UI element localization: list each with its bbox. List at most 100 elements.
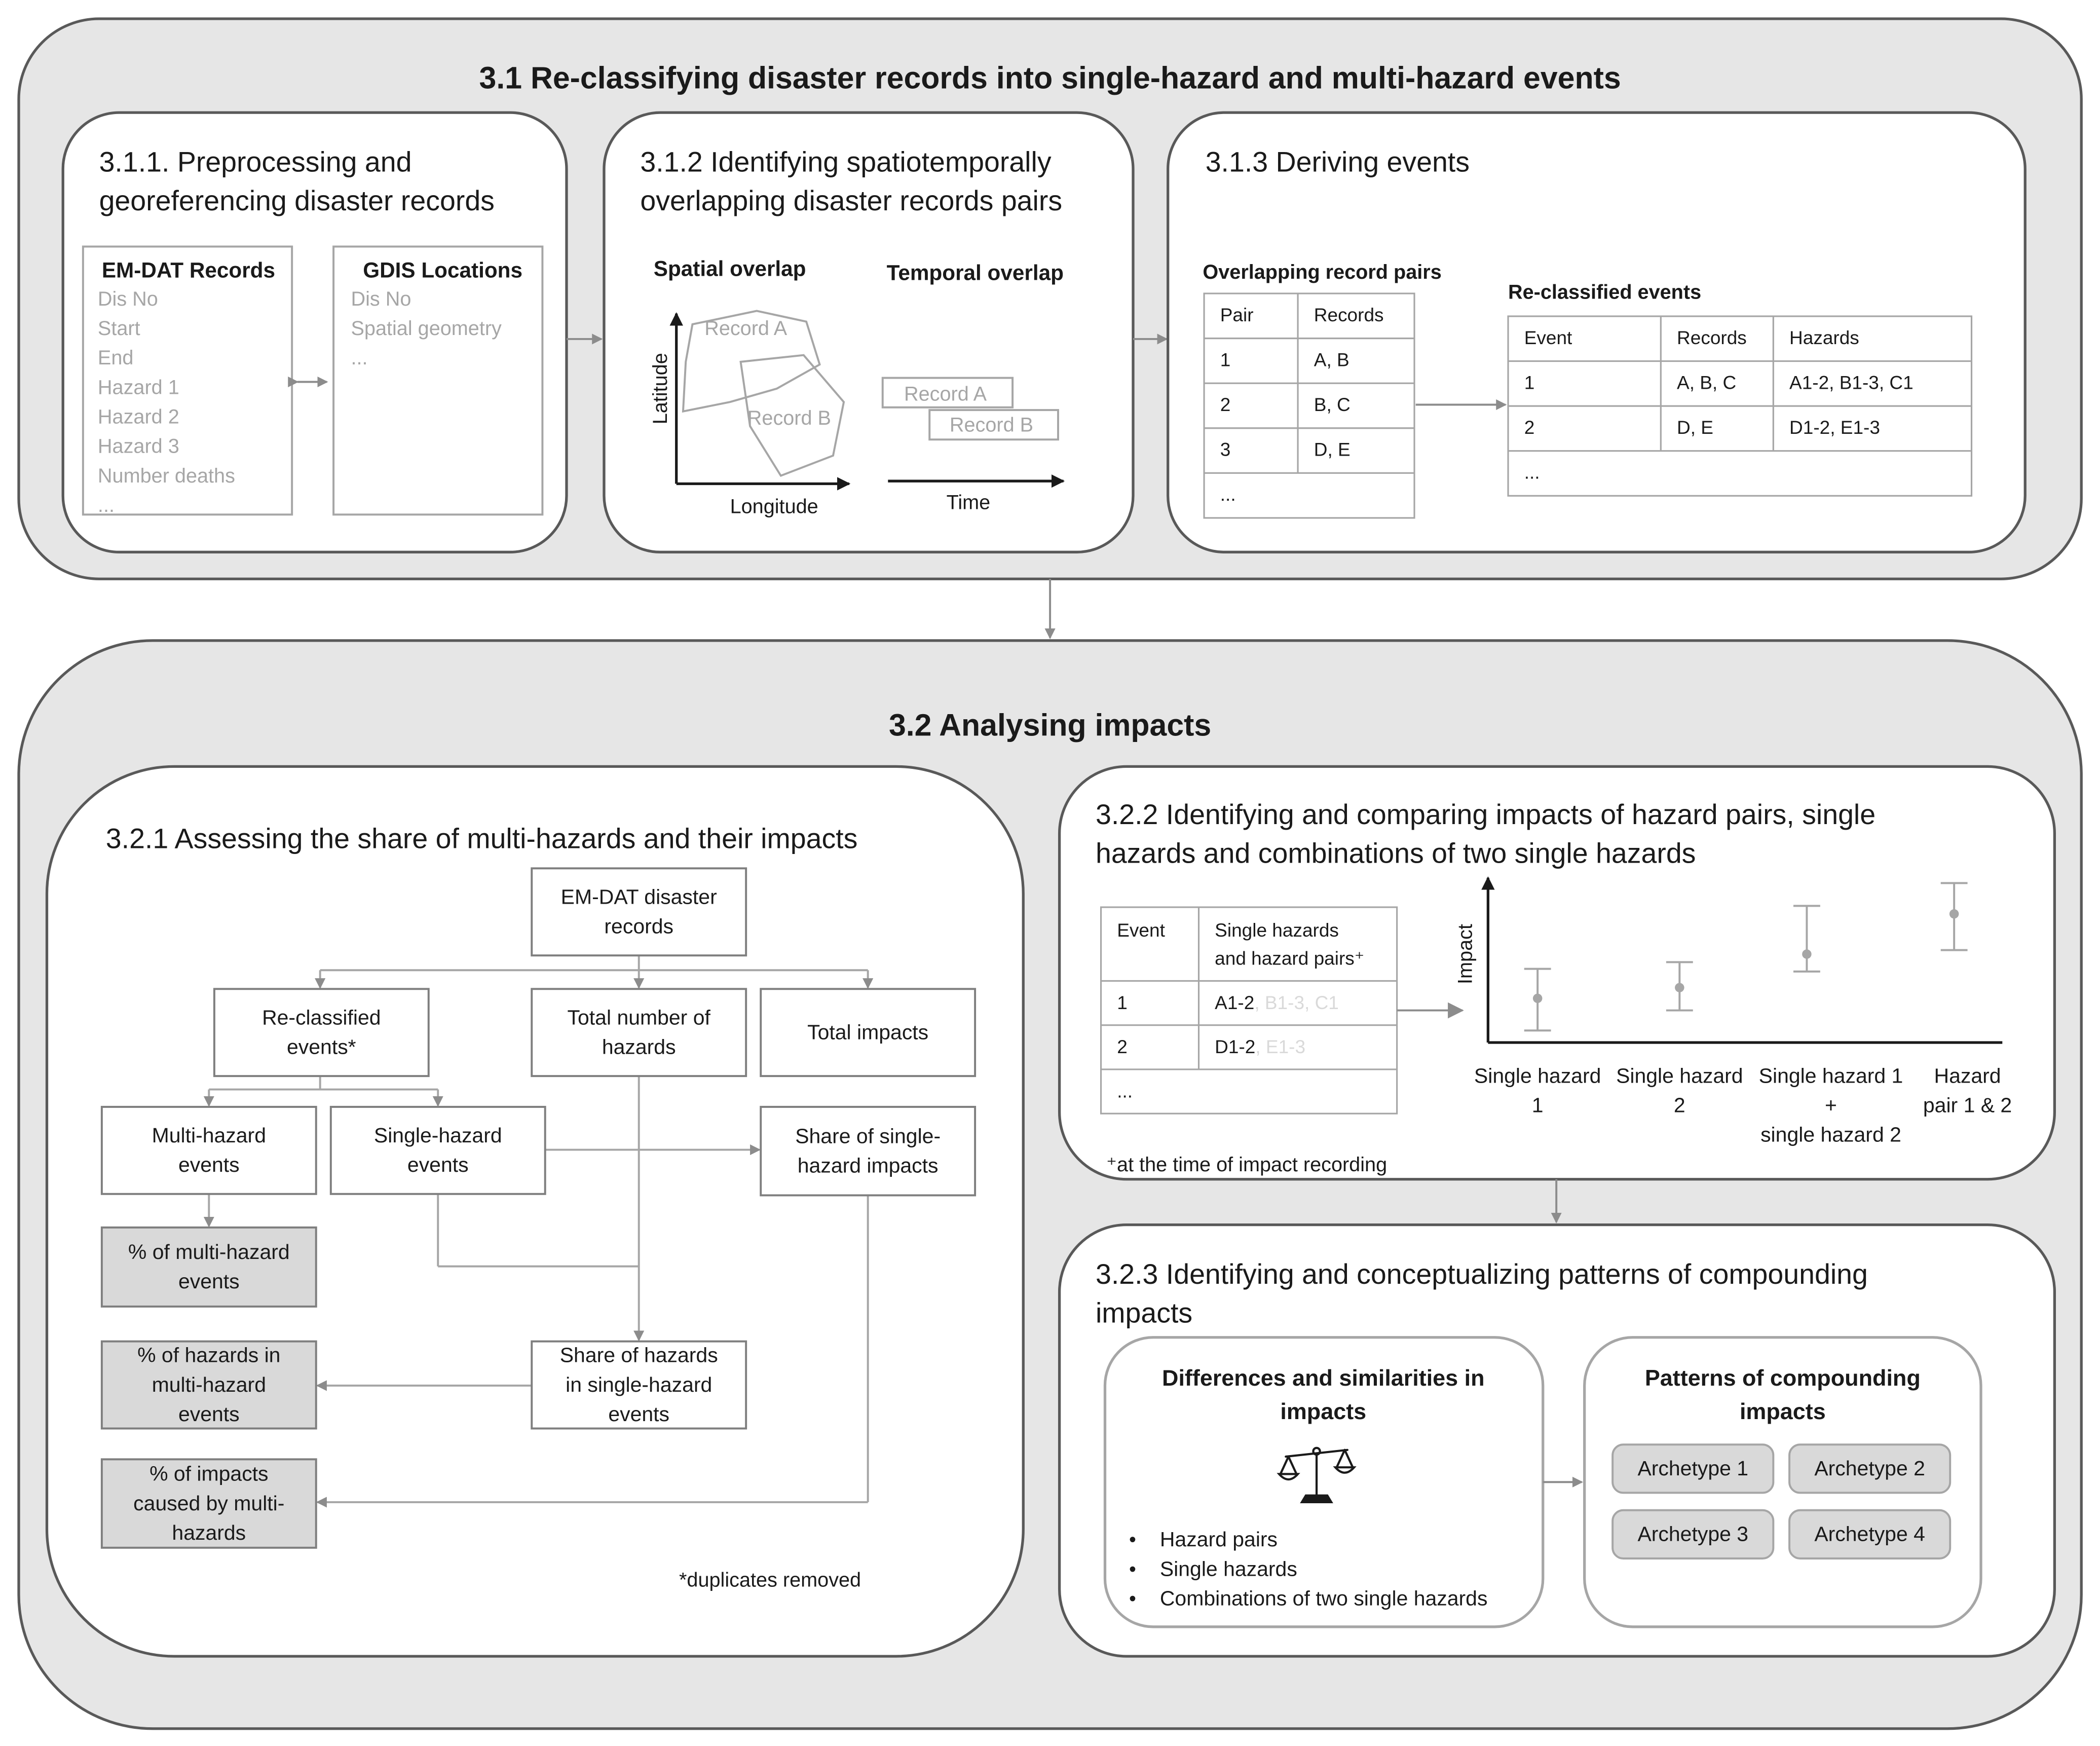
sub-313-title: 3.1.3 Deriving events [1206, 146, 1470, 177]
impact-bullet-list: •Hazard pairs•Single hazards•Combination… [1129, 1528, 1487, 1610]
archetype-label: Archetype 3 [1637, 1522, 1748, 1546]
node-share-single-impacts: Share of single-hazard impacts [760, 1105, 977, 1197]
node-label: % of impacts [149, 1462, 268, 1485]
archetype-label: Archetype 1 [1637, 1457, 1748, 1480]
bullet-text: Hazard pairs [1160, 1528, 1278, 1551]
node-box [531, 1340, 747, 1430]
balance-scale-icon [1277, 1446, 1357, 1504]
pairs-table-frame [1203, 292, 1415, 519]
duplicates-footnote: *duplicates removed [679, 1569, 861, 1591]
category-label: single hazard 2 [1760, 1123, 1901, 1146]
node-label: EM-DAT disaster [561, 885, 717, 908]
hazard-table-event: ... [1117, 1081, 1133, 1101]
category-label: 2 [1674, 1094, 1685, 1117]
node-box [531, 988, 747, 1078]
patterns-title-line1: Patterns of compounding [1645, 1365, 1921, 1391]
sub-322-title-line2: hazards and combinations of two single h… [1096, 838, 1696, 869]
longitude-label: Longitude [730, 496, 818, 518]
error-bar-markers [1524, 882, 1968, 1032]
node-label: events [178, 1402, 240, 1426]
record-a-interval-label: Record A [904, 383, 987, 405]
section-31-title: 3.1 Re-classifying disaster records into… [479, 60, 1621, 95]
node-label: Multi-hazard [152, 1124, 266, 1147]
gdis-locations-title: GDIS Locations [363, 258, 522, 282]
category-label: Single hazard [1474, 1064, 1601, 1087]
archetype-box [1788, 1509, 1952, 1559]
node-label: hazard impacts [798, 1154, 939, 1177]
node-box [531, 867, 747, 957]
events-table-cell: 1 [1524, 372, 1535, 393]
events-table-cell: D, E [1677, 417, 1713, 438]
hazard-table-header-hazards: Single hazards [1215, 920, 1339, 941]
hazard-table-event: 1 [1117, 992, 1128, 1013]
emdat-records-title: EM-DAT Records [102, 258, 275, 282]
events-table-cell: ... [1524, 462, 1540, 483]
category-label: + [1825, 1094, 1837, 1117]
hazard-pair-text: A1-2 [1215, 992, 1254, 1013]
record-a-polygon [682, 310, 821, 413]
hazard-table-event: 2 [1117, 1036, 1128, 1057]
sub-312-title-line2: overlapping disaster records pairs [640, 185, 1062, 216]
latitude-label: Latitude [649, 353, 671, 424]
events-table-cell: Records [1677, 327, 1747, 348]
node-box [760, 988, 977, 1078]
sub-312-title-line1: 3.1.2 Identifying spatiotemporally [640, 146, 1051, 177]
bullet-marker: • [1129, 1529, 1136, 1551]
record-b-spatial-label: Record B [747, 407, 831, 429]
emdat-field: Number deaths [98, 465, 235, 487]
sub-323-title-line2: impacts [1096, 1297, 1192, 1329]
node-box [100, 1458, 317, 1549]
patterns-title-line2: impacts [1740, 1398, 1826, 1424]
node-label: % of hazards in [137, 1344, 280, 1367]
bullet-text: Combinations of two single hazards [1160, 1587, 1488, 1610]
hazard-table-hazards: D1-2, E1-3 [1215, 1036, 1305, 1057]
bullet-marker: • [1129, 1588, 1136, 1610]
emdat-field: ... [98, 494, 115, 516]
emdat-records-box [82, 245, 293, 516]
node-label: hazards [172, 1521, 246, 1544]
other-hazards-text: , E1-3 [1255, 1036, 1305, 1057]
category-label: Hazard [1934, 1064, 2001, 1087]
archetype-2: Archetype 2 [1788, 1443, 1952, 1494]
pairs-table-cell: 2 [1220, 394, 1231, 415]
pairs-table-cell: 3 [1220, 439, 1231, 460]
sub-311-title-line1: 3.1.1. Preprocessing and [99, 146, 412, 177]
emdat-field: Dis No [98, 288, 158, 310]
events-table-cell: D1-2, E1-3 [1789, 417, 1880, 438]
category-label: Single hazard 1 [1759, 1064, 1903, 1087]
pairs-table-label: Overlapping record pairs [1203, 261, 1441, 283]
hazard-table-frame [1100, 906, 1398, 1115]
hazard-table-hazards: A1-2, B1-3, C1 [1215, 992, 1339, 1013]
events-table-cell: 2 [1524, 417, 1535, 438]
record-a-interval [881, 377, 1014, 408]
sub-321-title: 3.2.1 Assessing the share of multi-hazar… [106, 823, 858, 855]
node-box [213, 988, 430, 1078]
pairs-table-cell: Pair [1220, 305, 1254, 325]
record-b-interval [928, 409, 1059, 441]
temporal-overlap-label: Temporal overlap [887, 261, 1064, 285]
node-label: hazards [602, 1035, 676, 1058]
node-box [100, 1340, 317, 1430]
node-label: events* [287, 1035, 356, 1058]
category-label: Single hazard [1616, 1064, 1743, 1087]
emdat-field: Start [98, 317, 140, 340]
node-box [329, 1105, 546, 1195]
emdat-field: End [98, 347, 134, 369]
gdis-field: Dis No [351, 288, 411, 310]
pairs-table-cell: B, C [1314, 394, 1351, 415]
node-label: Share of single- [795, 1124, 941, 1147]
events-table-cell: A, B, C [1677, 372, 1736, 393]
section-32-title: 3.2 Analysing impacts [889, 708, 1211, 742]
pairs-table-cell: 1 [1220, 350, 1231, 370]
pairs-table-cell: Records [1314, 305, 1384, 325]
